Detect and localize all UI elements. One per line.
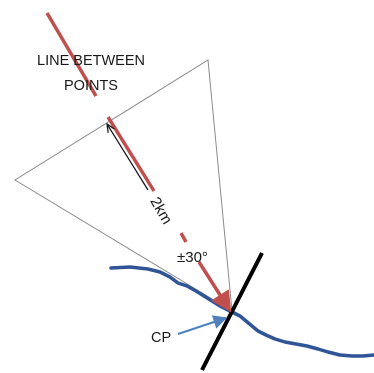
survey-line-top: [45, 12, 98, 97]
survey-line-dash: [179, 232, 188, 243]
coastline: [109, 265, 374, 358]
distance-label: 2km: [146, 194, 175, 227]
angle-label: ±30°: [177, 249, 208, 266]
line-label-line2: POINTS: [64, 78, 118, 94]
crossing-line: [200, 252, 264, 371]
survey-line-middle: [106, 116, 156, 192]
cp-label: CP: [151, 330, 171, 346]
survey-line-bottom: [197, 261, 232, 313]
search-sector-outline: [14, 59, 233, 312]
distance-arrow: [107, 124, 149, 191]
cp-pointer-arrow: [177, 315, 228, 335]
line-label-line1: LINE BETWEEN: [37, 53, 145, 69]
